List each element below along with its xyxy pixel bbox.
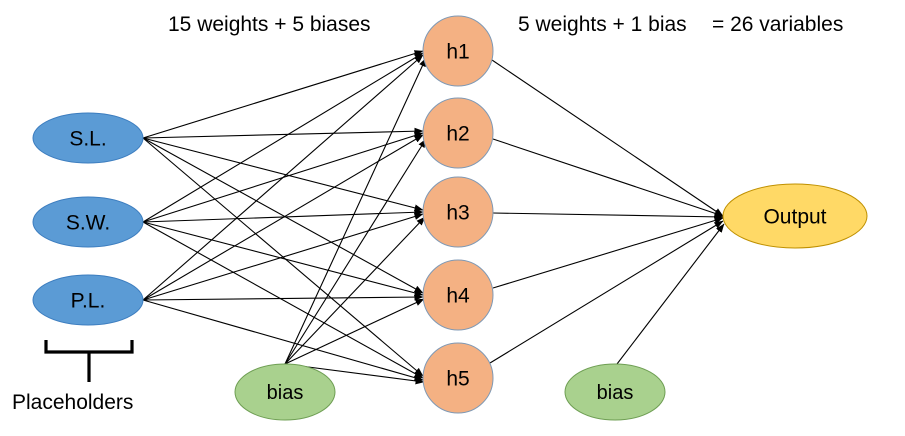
node-hidden-h2-label: h2 xyxy=(446,123,469,146)
annotation-total-variables: = 26 variables xyxy=(712,13,844,36)
node-output-label: Output xyxy=(763,206,826,229)
edge-pl-h5 xyxy=(142,299,424,382)
annotation-output-layer-params: 5 weights + 1 bias xyxy=(518,13,687,36)
edge-bias2-output xyxy=(616,223,725,365)
edge-sl-h4 xyxy=(142,137,424,294)
annotation-hidden-layer-params: 15 weights + 5 biases xyxy=(168,13,371,36)
node-bias-output[interactable]: bias xyxy=(564,363,666,421)
edge-h5-output xyxy=(489,220,724,364)
node-hidden-h1[interactable]: h1 xyxy=(422,15,494,87)
edge-pl-h4 xyxy=(142,293,424,301)
node-hidden-h3[interactable]: h3 xyxy=(422,176,494,248)
node-input-sl[interactable]: S.L. xyxy=(32,112,144,164)
node-bias-hidden-label: bias xyxy=(267,382,304,404)
edges-hidden-to-output xyxy=(489,59,724,364)
edge-h2-output xyxy=(492,138,724,217)
edge-sw-h4 xyxy=(142,221,424,297)
node-hidden-h5-label: h5 xyxy=(446,368,469,391)
node-input-sw-label: S.W. xyxy=(66,212,110,235)
node-hidden-h4-label: h4 xyxy=(446,285,470,308)
edge-pl-h2 xyxy=(142,134,424,301)
edge-sw-h1 xyxy=(142,52,424,223)
node-input-pl-label: P.L. xyxy=(71,290,106,313)
edge-bias-h3 xyxy=(284,216,426,365)
node-bias-output-label: bias xyxy=(597,382,634,404)
node-hidden-h4[interactable]: h4 xyxy=(422,259,494,331)
node-input-pl[interactable]: P.L. xyxy=(32,274,144,326)
node-hidden-h2[interactable]: h2 xyxy=(422,97,494,169)
edge-sl-h1 xyxy=(142,50,424,139)
edge-bias-h4 xyxy=(284,298,425,365)
edge-h1-output xyxy=(491,59,724,217)
edge-sw-h5 xyxy=(142,221,424,379)
edges-input-to-hidden xyxy=(142,50,424,382)
edges-bias-to-hidden xyxy=(284,57,427,385)
input-layer: S.L. S.W. P.L. xyxy=(32,112,144,326)
hidden-layer: h1 h2 h3 h4 h5 xyxy=(422,15,494,414)
edge-h4-output xyxy=(492,217,724,289)
node-bias-hidden[interactable]: bias xyxy=(234,363,336,421)
edge-pl-h3 xyxy=(142,213,424,301)
edges-bias-to-output xyxy=(616,223,725,365)
node-hidden-h5[interactable]: h5 xyxy=(422,342,494,414)
edge-h3-output xyxy=(492,212,724,221)
edge-sl-h3 xyxy=(142,137,424,212)
edge-bias-h1 xyxy=(284,57,427,365)
node-hidden-h3-label: h3 xyxy=(446,202,469,225)
node-output[interactable]: Output xyxy=(722,183,868,249)
node-input-sw[interactable]: S.W. xyxy=(32,196,144,248)
placeholders-brace xyxy=(44,340,134,382)
node-input-sl-label: S.L. xyxy=(69,128,106,151)
placeholders-label: Placeholders xyxy=(12,391,134,414)
bias-nodes: bias bias xyxy=(234,363,666,421)
edge-bias-h2 xyxy=(284,138,427,365)
node-hidden-h1-label: h1 xyxy=(446,41,469,64)
edge-sl-h2 xyxy=(142,127,424,139)
edge-pl-h1 xyxy=(142,54,424,301)
